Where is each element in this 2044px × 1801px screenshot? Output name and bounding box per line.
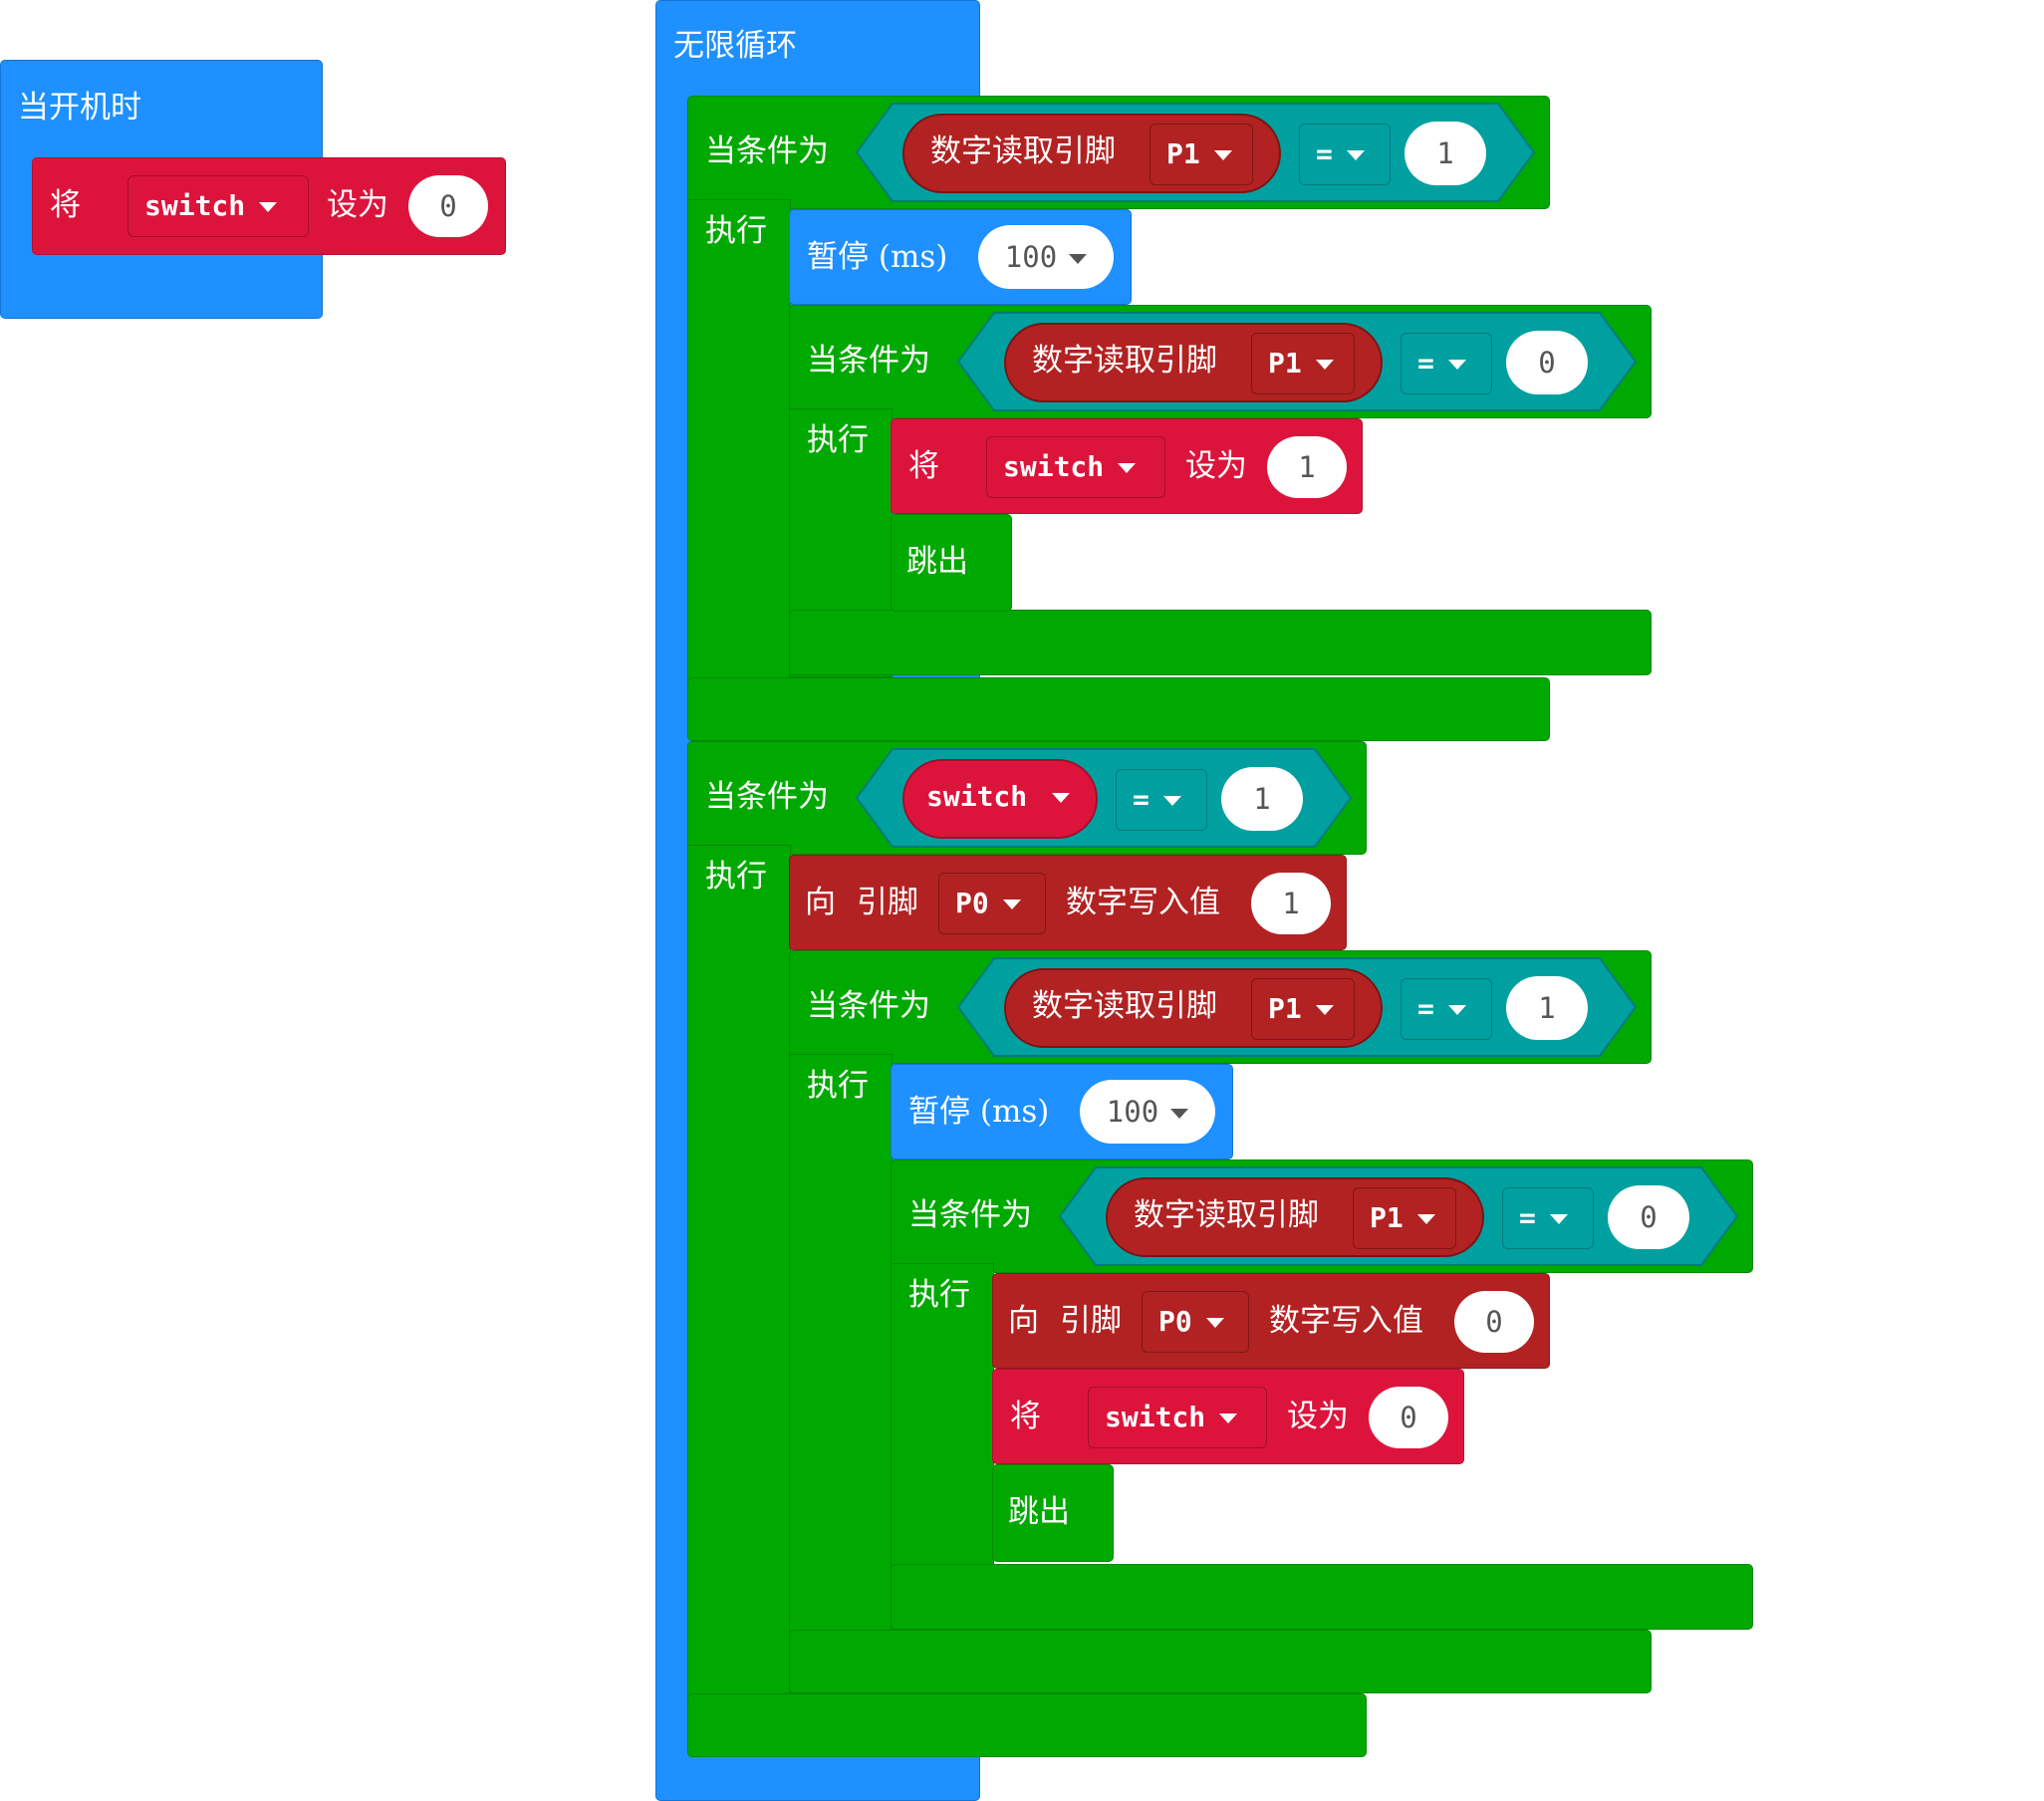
operator-dropdown-5[interactable]: = (1502, 1187, 1594, 1249)
while-label-5: 当条件为 (908, 1197, 1032, 1233)
chevron-down-icon (1205, 1318, 1224, 1328)
operator-dropdown-3[interactable]: = (1116, 769, 1207, 831)
digital-read-label-2: 数字读取引脚 (1032, 343, 1217, 379)
set-suffix-label: 设为 (327, 187, 388, 223)
compare-value-4[interactable]: 1 (1506, 976, 1588, 1040)
write-prefix-label: 向 (1008, 1303, 1039, 1339)
write-value-2[interactable]: 0 (1454, 1291, 1534, 1353)
chevron-down-icon (1162, 796, 1181, 806)
chevron-down-icon (1549, 1214, 1568, 1224)
set-prefix-label: 将 (1010, 1399, 1041, 1434)
while-block-4-body (789, 1054, 893, 1693)
pin-dropdown-5[interactable]: P1 (1353, 1187, 1456, 1249)
chevron-down-icon (1170, 1109, 1189, 1119)
set-suffix-label: 设为 (1185, 448, 1247, 484)
digital-read-label-4: 数字读取引脚 (1032, 988, 1217, 1024)
compare-value-5[interactable]: 0 (1608, 1185, 1689, 1249)
while-label-4: 当条件为 (807, 988, 930, 1024)
chevron-down-icon (1219, 1414, 1238, 1423)
chevron-down-icon (1315, 1005, 1334, 1015)
pause-value-dropdown-1[interactable]: 100 (978, 225, 1114, 289)
chevron-down-icon (1315, 360, 1334, 370)
digital-read-label-1: 数字读取引脚 (930, 133, 1116, 169)
chevron-down-icon (1069, 254, 1088, 264)
chevron-down-icon (259, 202, 278, 212)
set-suffix-label: 设为 (1287, 1399, 1349, 1434)
while-block-1-body (687, 199, 791, 737)
write-value-1[interactable]: 1 (1251, 873, 1331, 934)
value-input[interactable]: 0 (1369, 1387, 1448, 1448)
set-prefix-label: 将 (908, 448, 939, 484)
switch-variable-reporter[interactable] (902, 759, 1098, 839)
while-label-2: 当条件为 (807, 343, 930, 379)
write-prefix-label: 向 (805, 885, 836, 920)
on-start-label: 当开机时 (18, 90, 141, 126)
while-label-1: 当条件为 (705, 133, 829, 169)
set-prefix-label: 将 (50, 187, 81, 223)
variable-dropdown[interactable]: switch (986, 436, 1165, 498)
digital-read-label-5: 数字读取引脚 (1134, 1197, 1319, 1233)
do-label-5: 执行 (908, 1277, 970, 1313)
pin-dropdown-1[interactable]: P1 (1150, 124, 1253, 185)
do-label-1: 执行 (705, 213, 767, 249)
operator-dropdown-4[interactable]: = (1401, 978, 1492, 1040)
compare-value-2[interactable]: 0 (1506, 331, 1588, 394)
do-label-3: 执行 (705, 859, 767, 895)
do-label-2: 执行 (807, 422, 869, 458)
break-block-1[interactable] (891, 514, 1012, 612)
while-block-2-footer (789, 610, 1652, 675)
chevron-down-icon (1416, 1214, 1435, 1224)
chevron-down-icon (1213, 150, 1232, 160)
operator-dropdown-1[interactable]: = (1299, 124, 1391, 185)
variable-dropdown[interactable]: switch (1088, 1387, 1267, 1448)
break-label-1: 跳出 (906, 544, 968, 580)
value-input[interactable]: 1 (1267, 436, 1347, 498)
do-label-4: 执行 (807, 1068, 869, 1104)
chevron-down-icon (1447, 1005, 1466, 1015)
compare-value-1[interactable]: 1 (1405, 122, 1486, 185)
while-block-3-body (687, 845, 791, 1721)
chevron-down-icon (1118, 463, 1137, 473)
pin-dropdown-4[interactable]: P1 (1251, 978, 1355, 1040)
value-input[interactable]: 0 (408, 175, 488, 237)
variable-dropdown[interactable]: switch (128, 175, 309, 237)
pause-value-dropdown-2[interactable]: 100 (1080, 1080, 1215, 1144)
pause-label-2: 暂停 (ms) (908, 1094, 1050, 1130)
write-suffix-label: 数字写入值 (1066, 885, 1220, 920)
write-pin-dropdown-1[interactable]: P0 (938, 873, 1046, 934)
chevron-down-icon (1346, 150, 1365, 160)
switch-variable-label: switch (926, 780, 1028, 813)
break-block-2[interactable] (992, 1464, 1114, 1562)
operator-dropdown-2[interactable]: = (1401, 333, 1492, 394)
compare-value-3[interactable]: 1 (1221, 767, 1303, 831)
pause-label-1: 暂停 (ms) (807, 239, 948, 275)
while-block-1-footer (687, 677, 1550, 741)
while-block-5-footer (891, 1564, 1753, 1630)
write-pin-label: 引脚 (1060, 1303, 1122, 1339)
write-pin-label: 引脚 (857, 885, 918, 920)
chevron-down-icon (1052, 793, 1070, 803)
chevron-down-icon (1447, 360, 1466, 370)
forever-label: 无限循环 (673, 28, 797, 64)
break-label-2: 跳出 (1008, 1494, 1070, 1530)
while-block-3-footer (687, 1693, 1367, 1757)
chevron-down-icon (1002, 900, 1021, 909)
pin-dropdown-2[interactable]: P1 (1251, 333, 1355, 394)
write-suffix-label: 数字写入值 (1269, 1303, 1423, 1339)
write-pin-dropdown-2[interactable]: P0 (1142, 1291, 1249, 1353)
while-block-4-footer (789, 1630, 1652, 1693)
while-label-3: 当条件为 (705, 779, 829, 815)
